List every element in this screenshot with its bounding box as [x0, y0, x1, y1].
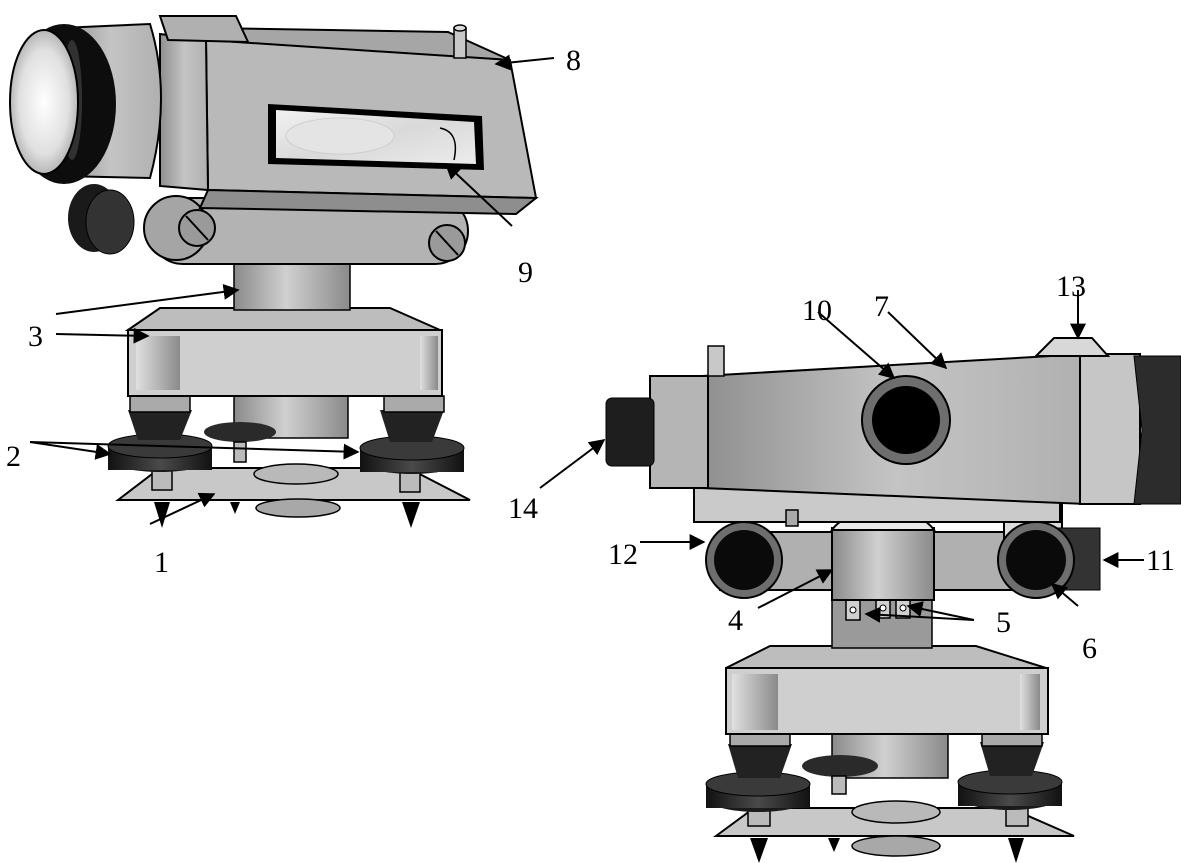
callout-label-9: 9	[518, 256, 533, 289]
tribrach-top	[725, 645, 1047, 669]
top-pin	[453, 27, 467, 59]
focus-knob	[85, 189, 135, 255]
telescope-body-bottom	[198, 188, 539, 216]
callout-label-8: 8	[566, 44, 581, 77]
bottom-disc	[851, 835, 941, 857]
callout-label-2: 2	[6, 440, 21, 473]
callout-labels: 1 2 3 4 5 6 7 8 9 10 11 12 13 14	[6, 44, 1175, 665]
bottom-disc	[255, 498, 341, 518]
tribrach-panel-left	[136, 336, 180, 390]
callout-label-5: 5	[996, 606, 1011, 639]
base-spike	[230, 502, 240, 514]
fine-motion-knob	[997, 521, 1101, 599]
base-spike	[402, 502, 420, 528]
callout-label-13: 13	[1056, 270, 1086, 303]
tribrach-panel-right	[1020, 674, 1040, 730]
tribrach-block	[725, 667, 1049, 735]
tribrach-panel-right	[420, 336, 438, 390]
callout-label-1: 1	[154, 546, 169, 579]
bracket-pin	[785, 509, 799, 527]
vertical-axis-drum	[831, 527, 935, 601]
callout-label-12: 12	[608, 538, 638, 571]
base-spike	[750, 838, 768, 863]
top-sight	[1033, 337, 1111, 357]
eyepiece	[605, 397, 655, 467]
knob-left	[705, 521, 783, 599]
tribrach-top	[124, 307, 441, 331]
callout-label-6: 6	[1082, 632, 1097, 665]
base-spike	[1008, 838, 1024, 863]
foot-screw-left	[705, 727, 811, 827]
instrument-left	[9, 15, 539, 528]
eyepiece-tube	[649, 375, 709, 489]
foot-screw-back	[204, 422, 276, 463]
callout-label-4: 4	[728, 604, 743, 637]
objective-housing	[1079, 353, 1141, 505]
tribrach-block	[127, 329, 443, 397]
foot-screw-left	[107, 395, 213, 491]
foot-screw-right	[359, 395, 465, 493]
vial-bubble	[285, 117, 395, 155]
callout-label-11: 11	[1146, 544, 1175, 577]
callout-label-3: 3	[28, 320, 43, 353]
callout-label-14: 14	[508, 492, 538, 525]
circular-level-disc	[253, 463, 339, 485]
objective-lens	[9, 29, 79, 175]
telescope-body-side	[159, 32, 210, 192]
circular-level-disc	[851, 800, 941, 824]
base-spike	[828, 838, 840, 852]
base-spike	[154, 502, 170, 528]
leader-lines	[29, 54, 1144, 623]
callout-label-10: 10	[802, 294, 832, 327]
foot-screw-back	[802, 755, 878, 795]
tribrach-panel-left	[732, 674, 778, 730]
top-pin	[707, 345, 725, 377]
instrument-right	[605, 337, 1181, 863]
top-sight	[158, 15, 250, 44]
callout-label-7: 7	[874, 290, 889, 323]
objective-hood	[1133, 355, 1181, 505]
